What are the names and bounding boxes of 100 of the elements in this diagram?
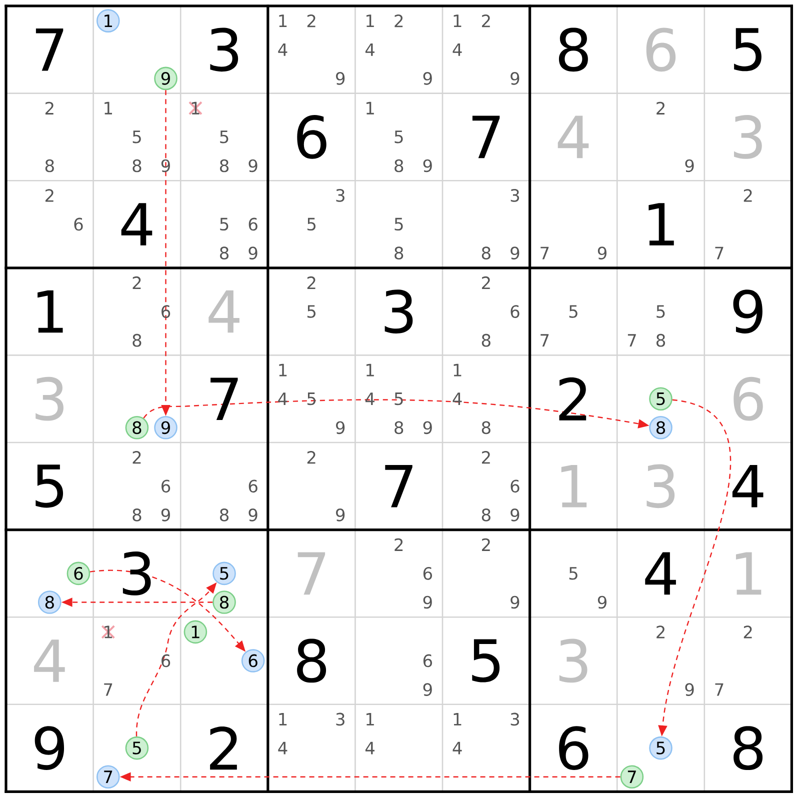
candidate-digit: 6 — [162, 654, 170, 668]
candidate-digit: 1 — [279, 713, 287, 726]
solved-digit: 7 — [298, 552, 326, 595]
candidate-digit: 9 — [336, 508, 345, 522]
candidate-digit: 7 — [540, 334, 549, 347]
candidate-digit: 8 — [220, 246, 228, 260]
candidate-digit: 9 — [336, 421, 345, 434]
given-digit: 3 — [384, 290, 413, 334]
highlighted-candidate: 8 — [38, 590, 62, 614]
given-digit: 3 — [122, 552, 151, 596]
candidate-digit: 8 — [482, 334, 490, 347]
candidate-digit: 5 — [307, 305, 316, 318]
candidate-digit: 8 — [482, 246, 490, 260]
given-digit: 5 — [36, 464, 64, 508]
candidate-digit: 3 — [336, 712, 344, 726]
candidate-digit: 5 — [220, 130, 228, 144]
given-digit: 9 — [733, 290, 762, 334]
given-digit: 1 — [648, 203, 674, 246]
candidate-digit: 5 — [132, 130, 141, 144]
candidate-digit: 9 — [598, 596, 606, 609]
solved-digit: 4 — [34, 640, 65, 682]
given-digit: 4 — [732, 465, 764, 508]
highlighted-candidate: 7 — [620, 765, 644, 788]
candidate-digit: 4 — [278, 392, 288, 406]
candidate-digit: 1 — [366, 713, 374, 726]
candidate-digit: 9 — [161, 159, 170, 172]
candidate-digit: 8 — [132, 334, 142, 347]
candidate-digit: 2 — [307, 276, 316, 290]
candidate-digit: 9 — [248, 159, 258, 172]
candidate-digit: 2 — [482, 14, 490, 28]
highlighted-candidate: 5 — [125, 736, 149, 760]
candidate-digit: 9 — [510, 596, 520, 609]
solved-digit: 3 — [734, 115, 762, 159]
highlighted-candidate: 1 — [96, 9, 120, 32]
candidate-digit: 4 — [365, 392, 374, 406]
highlighted-candidate: 8 — [212, 590, 236, 614]
given-digit: 7 — [385, 465, 412, 508]
given-digit: 7 — [210, 378, 238, 420]
candidate-digit: 8 — [482, 508, 490, 522]
candidate-digit: 6 — [248, 480, 258, 493]
candidate-digit: 1 — [454, 364, 462, 376]
candidate-digit: 2 — [45, 189, 54, 202]
candidate-digit: 1 — [366, 14, 374, 28]
candidate-digit: 5 — [307, 392, 316, 406]
candidate-digit: 1 — [366, 364, 374, 376]
given-digit: 6 — [297, 115, 326, 159]
candidate-digit: 9 — [685, 683, 694, 696]
candidate-digit: 2 — [656, 102, 664, 114]
candidate-digit: 8 — [220, 508, 228, 522]
given-digit: 5 — [734, 28, 762, 72]
candidate-digit: 6 — [510, 480, 520, 493]
candidate-digit: 1 — [454, 713, 462, 726]
candidate-digit: 2 — [307, 451, 316, 464]
candidate-digit: 1 — [279, 14, 287, 28]
candidate-digit: 8 — [45, 159, 54, 172]
candidate-digit: 3 — [510, 712, 520, 726]
candidate-digit: 2 — [394, 14, 403, 28]
given-digit: 3 — [210, 28, 238, 72]
candidate-digit: 8 — [394, 246, 404, 260]
candidate-digit: 8 — [394, 159, 404, 172]
solved-digit: 3 — [559, 638, 588, 683]
candidate-digit: 2 — [482, 276, 490, 290]
candidate-digit: 8 — [132, 508, 142, 522]
highlighted-candidate: 8 — [649, 416, 672, 440]
candidate-digit: 5 — [220, 218, 228, 231]
solved-digit: 6 — [734, 376, 763, 421]
candidate-digit: 5 — [307, 218, 316, 231]
candidate-digit: 9 — [510, 72, 520, 85]
given-digit: 4 — [121, 203, 152, 246]
candidate-digit: 3 — [510, 189, 520, 202]
candidate-digit: 8 — [394, 421, 404, 434]
highlighted-candidate: 6 — [66, 562, 90, 586]
candidate-digit: 7 — [715, 246, 724, 260]
given-digit: 7 — [36, 28, 64, 71]
candidate-digit: 9 — [598, 246, 606, 260]
candidate-digit: 2 — [744, 189, 752, 202]
solved-digit: 1 — [561, 465, 587, 508]
highlighted-candidate: 5 — [649, 736, 672, 760]
candidate-digit: 9 — [336, 72, 345, 85]
candidate-digit: 2 — [482, 538, 490, 551]
solved-digit: 6 — [646, 28, 676, 72]
candidate-digit: 9 — [510, 246, 520, 260]
highlighted-candidate: 9 — [154, 416, 178, 440]
candidate-digit: 9 — [423, 683, 432, 696]
candidate-digit: 6 — [162, 480, 170, 493]
candidate-digit: 7 — [540, 246, 549, 260]
given-digit: 6 — [559, 726, 588, 770]
highlighted-candidate: 1 — [184, 620, 208, 644]
given-digit: 7 — [472, 116, 500, 158]
given-digit: 5 — [472, 639, 500, 682]
candidate-digit: 4 — [452, 742, 462, 754]
given-digit: 8 — [734, 726, 763, 770]
given-digit: 8 — [297, 638, 326, 683]
given-digit: 2 — [210, 726, 237, 770]
candidate-digit: 5 — [394, 130, 403, 144]
candidate-digit: 6 — [162, 305, 170, 318]
highlighted-candidate: 8 — [125, 416, 149, 440]
candidate-digit: 5 — [569, 305, 578, 318]
candidate-digit: 9 — [248, 508, 258, 522]
candidate-digit: 2 — [307, 14, 316, 28]
